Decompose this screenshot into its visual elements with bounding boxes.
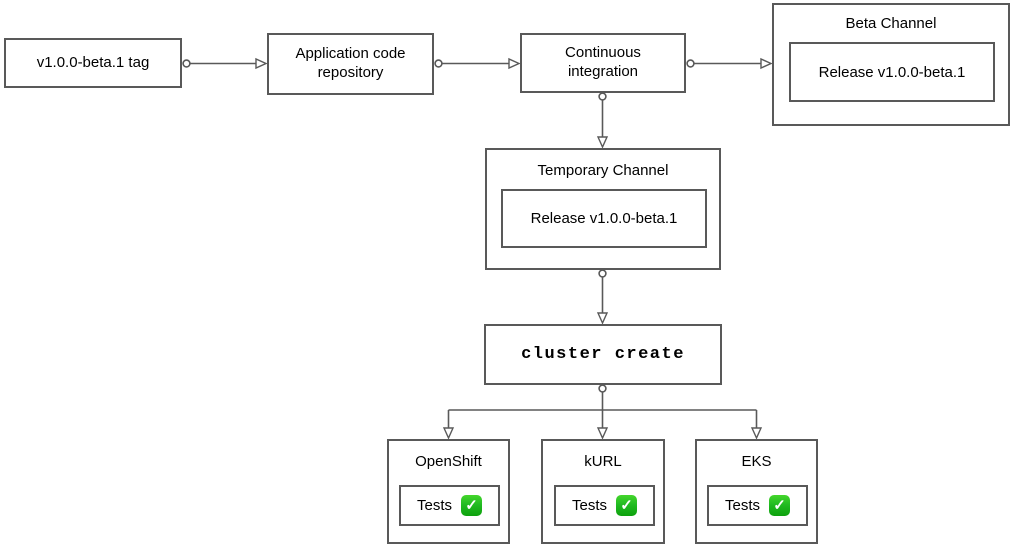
temporary-channel-title: Temporary Channel bbox=[537, 162, 669, 179]
node-beta-release: Release v1.0.0-beta.1 bbox=[789, 42, 995, 102]
edge-repo-to-ci bbox=[434, 57, 521, 70]
node-cluster-create: cluster create bbox=[484, 324, 722, 385]
check-mark-icon: ✓ bbox=[769, 495, 790, 516]
temporary-release-label: Release v1.0.0-beta.1 bbox=[530, 210, 678, 227]
node-temporary-release: Release v1.0.0-beta.1 bbox=[501, 189, 707, 248]
eks-title: EKS bbox=[741, 453, 772, 470]
openshift-title: OpenShift bbox=[415, 453, 482, 470]
node-kurl: kURL Tests ✓ bbox=[541, 439, 665, 544]
edge-cluster-create-to-clusters bbox=[442, 384, 763, 440]
application-code-repository-label: Application code repository bbox=[295, 45, 406, 81]
edge-temporary-channel-to-cluster-create bbox=[596, 269, 609, 325]
beta-release-label: Release v1.0.0-beta.1 bbox=[818, 63, 966, 81]
node-beta-channel: Beta Channel Release v1.0.0-beta.1 bbox=[772, 3, 1010, 126]
node-continuous-integration: Continuous integration bbox=[520, 33, 686, 93]
node-openshift: OpenShift Tests ✓ bbox=[387, 439, 510, 544]
node-application-code-repository: Application code repository bbox=[267, 33, 434, 95]
node-openshift-tests: Tests ✓ bbox=[399, 485, 500, 526]
node-version-tag: v1.0.0-beta.1 tag bbox=[4, 38, 182, 88]
edge-ci-to-temporary-channel bbox=[596, 92, 609, 149]
check-mark-icon: ✓ bbox=[616, 495, 637, 516]
node-kurl-tests: Tests ✓ bbox=[554, 485, 655, 526]
node-eks: EKS Tests ✓ bbox=[695, 439, 818, 544]
eks-tests-label: Tests bbox=[724, 497, 760, 514]
cluster-create-label: cluster create bbox=[521, 344, 685, 364]
node-temporary-channel: Temporary Channel Release v1.0.0-beta.1 bbox=[485, 148, 721, 270]
openshift-tests-label: Tests bbox=[416, 497, 452, 514]
kurl-title: kURL bbox=[584, 453, 622, 470]
check-mark-icon: ✓ bbox=[461, 495, 482, 516]
edge-tag-to-repo bbox=[182, 57, 268, 70]
edge-ci-to-beta-channel bbox=[686, 57, 773, 70]
beta-channel-title: Beta Channel bbox=[845, 15, 937, 32]
version-tag-label: v1.0.0-beta.1 tag bbox=[36, 53, 150, 71]
kurl-tests-label: Tests bbox=[571, 497, 607, 514]
continuous-integration-label: Continuous integration bbox=[565, 44, 641, 80]
node-eks-tests: Tests ✓ bbox=[707, 485, 808, 526]
